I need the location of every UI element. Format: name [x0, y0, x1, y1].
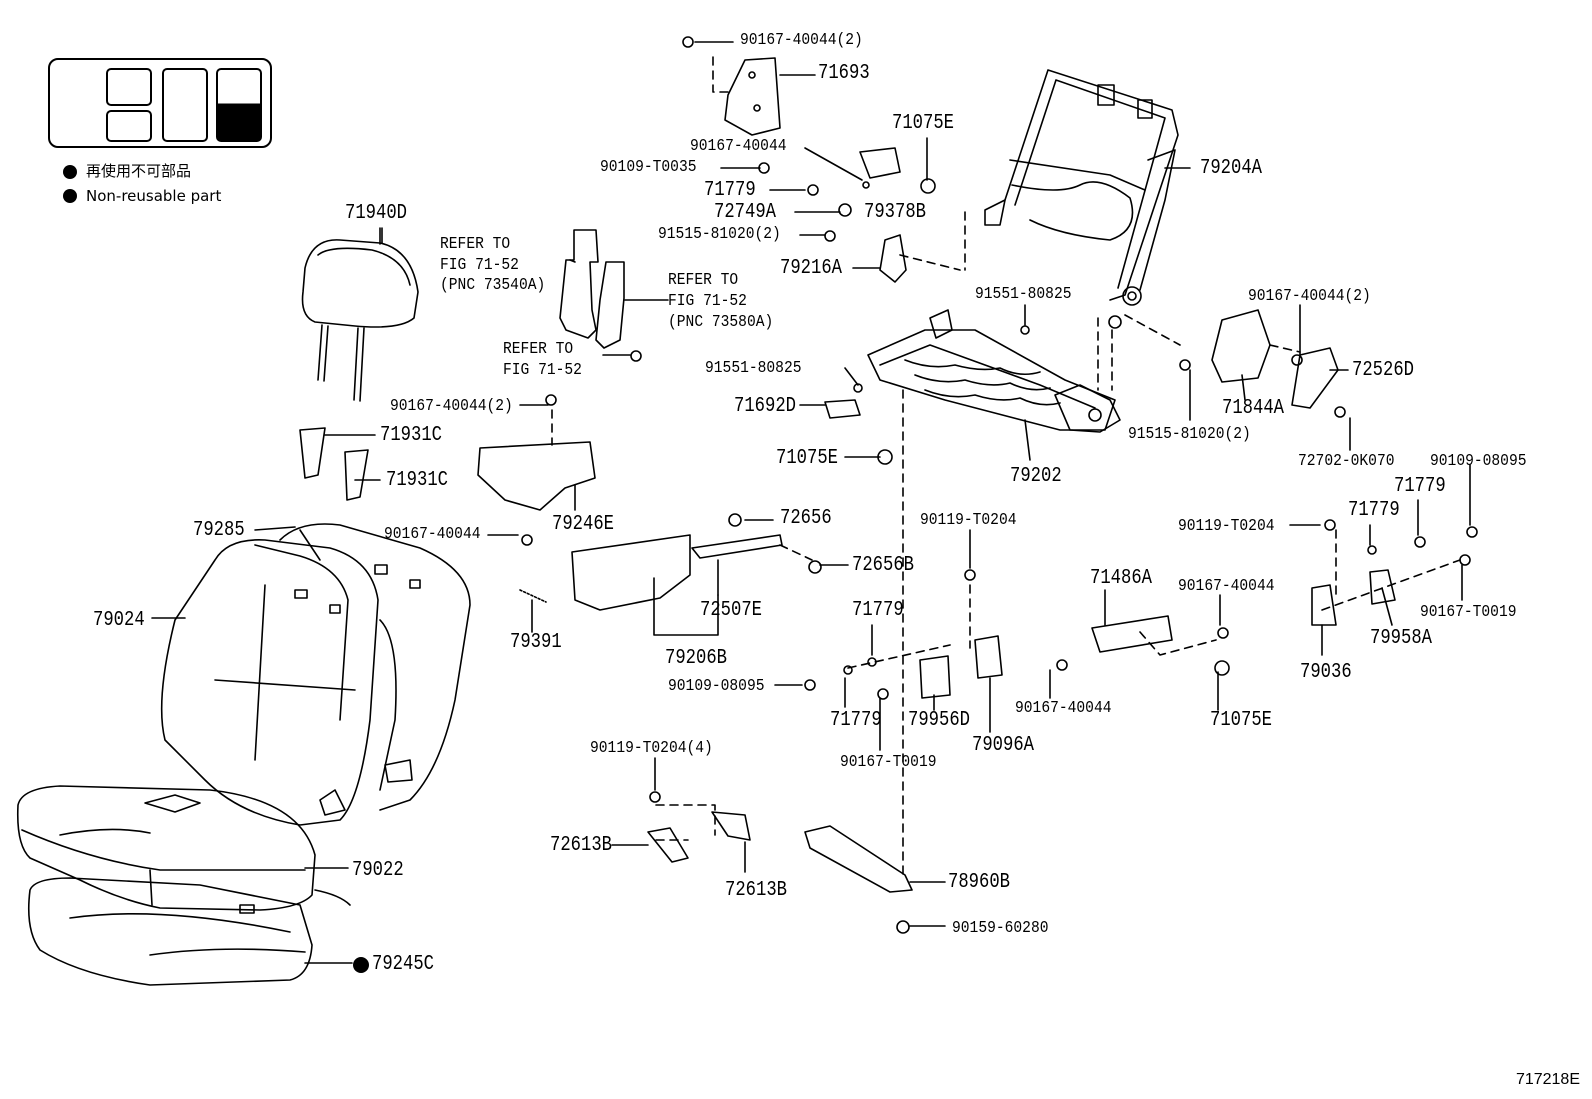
refer-note: FIG 71-52: [440, 256, 519, 275]
part-label: 91515-81020(2): [1128, 425, 1251, 444]
part-label: 79216A: [780, 257, 843, 280]
legend-icon-middle: [162, 68, 208, 142]
dashed-connectors: [551, 56, 1461, 881]
part-label: 79206B: [665, 647, 728, 670]
seat-cushion-drawing: [16, 785, 351, 986]
part-label: 79036: [1300, 661, 1352, 684]
legend-dot-jp: [63, 165, 77, 179]
part-label: 72656B: [852, 554, 915, 577]
part-label: 79391: [510, 631, 562, 654]
part-label: 90167-T0019: [840, 753, 937, 772]
part-label: 90167-40044(2): [1248, 287, 1371, 306]
seat-cushion-frame: [867, 309, 1121, 433]
refer-note: FIG 71-52: [668, 292, 747, 311]
part-label: 78960B: [948, 871, 1011, 894]
part-label: 79958A: [1370, 627, 1433, 650]
leader-lines: [151, 41, 1471, 964]
headrest-drawing: [301, 227, 419, 402]
refer-note: REFER TO: [668, 271, 739, 290]
part-label: 71779: [1394, 475, 1446, 498]
part-label: 90119-T0204: [920, 511, 1017, 530]
part-label: 72702-0K070: [1298, 452, 1395, 471]
part-label: 72526D: [1352, 359, 1415, 382]
part-label: 79285: [193, 519, 245, 542]
part-label: 91551-80825: [975, 285, 1072, 304]
part-label: 90167-40044(2): [390, 397, 513, 416]
refer-note: (PNC 73540A): [440, 276, 546, 295]
part-label: 71075E: [776, 447, 839, 470]
part-label: 90109-08095: [668, 677, 765, 696]
legend-icon-filled: [216, 68, 262, 142]
seatbelt-buckles: [559, 229, 642, 362]
part-label: 79378B: [864, 201, 927, 224]
part-label: 71844A: [1222, 397, 1285, 420]
misc-parts: [299, 57, 1396, 893]
part-label: 90167-40044: [384, 525, 481, 544]
seatback-frame: [984, 69, 1179, 329]
part-label: 71940D: [345, 202, 408, 225]
part-label: 71075E: [1210, 709, 1273, 732]
part-label: 71075E: [892, 112, 955, 135]
part-label: 71486A: [1090, 567, 1153, 590]
part-label: 72613B: [725, 879, 788, 902]
part-label: 71779: [704, 179, 756, 202]
part-label: 90119-T0204(4): [590, 739, 713, 758]
part-label: 79096A: [972, 734, 1035, 757]
refer-note: REFER TO: [440, 235, 511, 254]
part-label: 90167-40044: [1015, 699, 1112, 718]
part-label: 79956D: [908, 709, 971, 732]
non-reusable-markers: [63, 165, 369, 973]
part-label: 71931C: [380, 424, 443, 447]
refer-note: (PNC 73580A): [668, 313, 774, 332]
part-label: 79245C: [372, 953, 435, 976]
legend-jp-text: 再使用不可部品: [86, 162, 192, 180]
part-label: 71693: [818, 62, 870, 85]
part-label: 90167-40044(2): [740, 31, 863, 50]
part-label: 90167-40044: [690, 137, 787, 156]
part-label: 90109-08095: [1430, 452, 1527, 471]
part-label: 71779: [1348, 499, 1400, 522]
part-label: 79024: [93, 609, 145, 632]
part-label: 72613B: [550, 834, 613, 857]
legend-dot-en: [63, 189, 77, 203]
part-label: 79246E: [552, 513, 615, 536]
part-label: 91551-80825: [705, 359, 802, 378]
legend-box: [48, 58, 272, 148]
part-label: 90109-T0035: [600, 158, 697, 177]
part-label: 71931C: [386, 469, 449, 492]
refer-note: REFER TO: [503, 340, 574, 359]
legend-en-text: Non-reusable part: [86, 187, 222, 205]
part-label: 90167-40044: [1178, 577, 1275, 596]
part-label: 79202: [1010, 465, 1062, 488]
refer-note: FIG 71-52: [503, 361, 582, 380]
part-label: 71779: [830, 709, 882, 732]
figure-code: 717218E: [1515, 1071, 1580, 1088]
part-label: 91515-81020(2): [658, 225, 781, 244]
part-label: 79204A: [1200, 157, 1263, 180]
part-label: 72656: [780, 507, 832, 530]
part-label: 72749A: [714, 201, 777, 224]
part-label: 71692D: [734, 395, 797, 418]
part-label: 90167-T0019: [1420, 603, 1517, 622]
part-label: 90119-T0204: [1178, 517, 1275, 536]
fasteners: [521, 36, 1478, 934]
part-79245C-dot: [353, 957, 369, 973]
legend-icon-bottom-left: [106, 110, 152, 142]
part-label: 71779: [852, 599, 904, 622]
legend-icon-top-left: [106, 68, 152, 106]
part-label: 79022: [352, 859, 404, 882]
part-label: 72507E: [700, 599, 763, 622]
part-label: 90159-60280: [952, 919, 1049, 938]
seatback-drawing: [160, 523, 471, 826]
